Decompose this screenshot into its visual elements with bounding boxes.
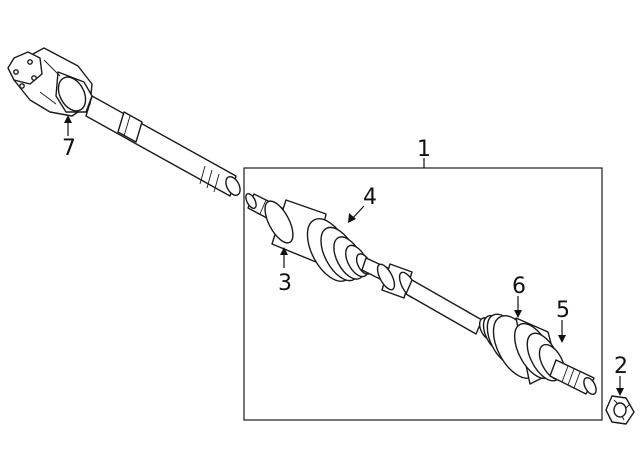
leader-3 — [280, 247, 288, 268]
callout-7: 7 — [62, 136, 76, 161]
axle-nut — [605, 395, 635, 425]
leader-5 — [558, 320, 566, 343]
outer-cv-boot — [478, 313, 540, 379]
callout-2: 2 — [614, 354, 628, 379]
callout-6: 6 — [512, 274, 526, 299]
callout-5: 5 — [556, 298, 570, 323]
outer-cv-joint — [513, 317, 597, 395]
assembly-frame — [243, 167, 603, 421]
leader-4 — [348, 205, 365, 223]
leader-6 — [514, 296, 522, 318]
callout-3: 3 — [278, 271, 292, 296]
callout-1: 1 — [417, 137, 431, 162]
intermediate-shaft — [7, 47, 241, 197]
leader-7 — [64, 115, 72, 136]
callout-4: 4 — [363, 185, 377, 210]
leader-2 — [616, 376, 624, 396]
drive-axle-assembly — [245, 192, 597, 395]
inner-cv-boot — [306, 218, 373, 282]
